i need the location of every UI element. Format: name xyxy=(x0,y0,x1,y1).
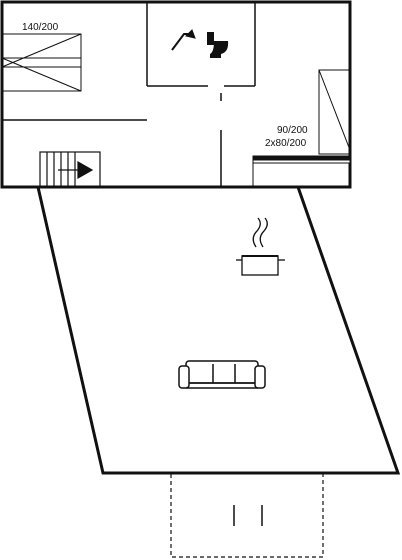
shower-icon xyxy=(171,29,196,51)
toilet-icon xyxy=(207,32,229,58)
terrace-outline xyxy=(170,474,324,558)
living-area-outline xyxy=(36,185,401,475)
twin-bed xyxy=(252,69,351,187)
interior-walls xyxy=(2,2,256,187)
single-bed-size-label: 90/200 xyxy=(277,125,308,136)
bunk-bed-size-label: 2x80/200 xyxy=(265,138,307,149)
sofa-icon xyxy=(178,360,266,389)
stairs-icon xyxy=(39,151,101,188)
cooking-pot-icon xyxy=(236,217,285,276)
double-bed-size-label: 140/200 xyxy=(22,22,59,33)
double-bed xyxy=(1,33,82,92)
terrace-steps xyxy=(233,505,263,526)
